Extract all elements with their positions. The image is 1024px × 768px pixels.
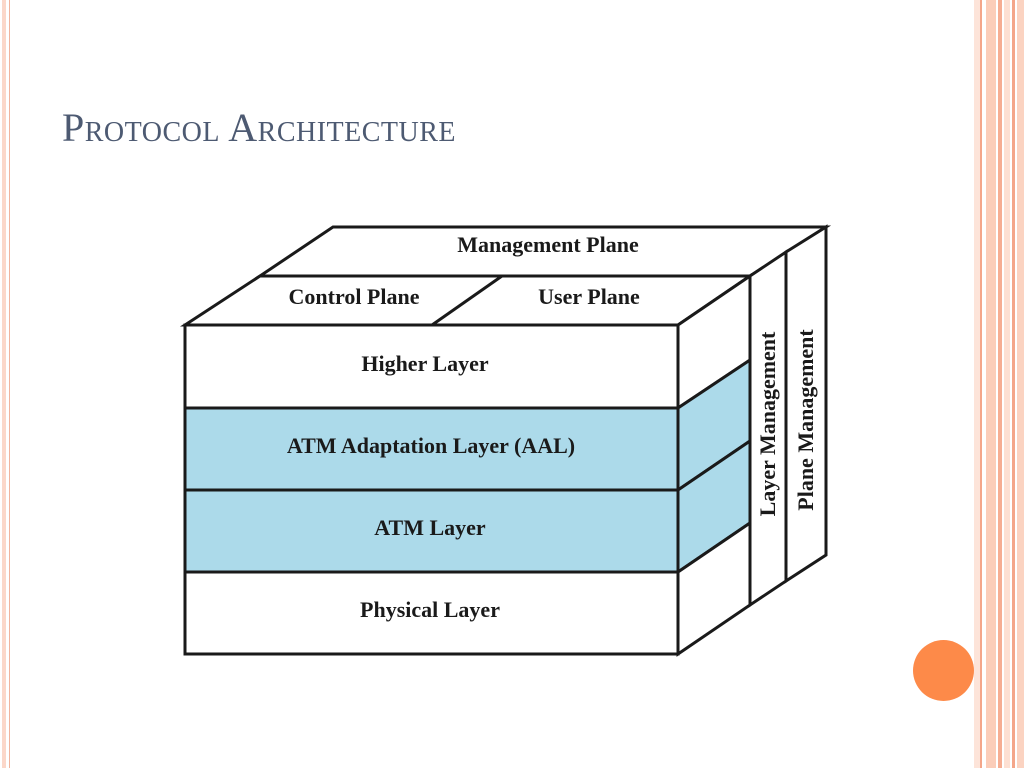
user-plane-label: User Plane: [538, 284, 640, 309]
physical-layer-label: Physical Layer: [360, 597, 500, 622]
accent-dot: [913, 640, 974, 701]
aal-layer-box: [183, 406, 680, 492]
higher-layer-label: Higher Layer: [361, 351, 489, 376]
layer-management-label: Layer Management: [755, 331, 780, 516]
physical-layer-box: [183, 570, 680, 656]
right-decorative-stripes: [974, 0, 1024, 768]
left-decorative-stripe: [0, 0, 10, 768]
slide-title: Protocol Architecture: [62, 105, 457, 150]
plane-management-slab: [784, 224, 828, 584]
control-user-divider: [431, 274, 503, 327]
management-plane-label: Management Plane: [457, 232, 639, 257]
atm-layer-label: ATM Layer: [374, 515, 486, 540]
control-plane-label: Control Plane: [289, 284, 420, 309]
aal-layer-label: ATM Adaptation Layer (AAL): [287, 433, 575, 458]
plane-management-label: Plane Management: [793, 329, 818, 511]
